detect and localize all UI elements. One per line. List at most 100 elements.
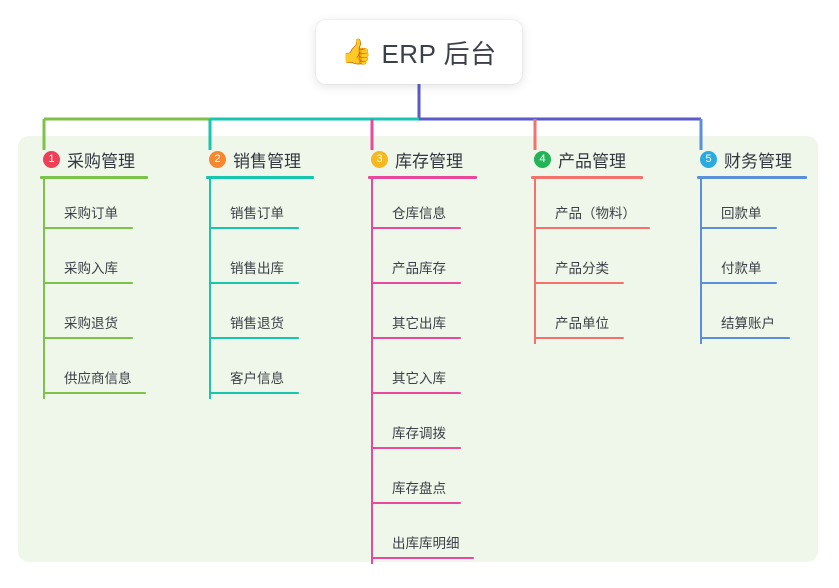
branch-child-item[interactable]: 采购入库 xyxy=(40,234,148,289)
branch-children: 产品（物料） 产品分类产品单位 xyxy=(531,179,650,344)
branch-child-item[interactable]: 出库库明细 xyxy=(368,509,477,564)
branch-child-label: 产品（物料） xyxy=(555,206,636,221)
branch-child-item[interactable]: 付款单 xyxy=(697,234,807,289)
branch-underline xyxy=(368,176,477,179)
branch-child-rule xyxy=(209,227,299,229)
branch-header-2[interactable]: 2 销售管理 xyxy=(206,146,314,172)
branch-title: 财务管理 xyxy=(724,151,792,171)
branch-spine xyxy=(371,179,373,564)
branch-child-label: 供应商信息 xyxy=(64,371,132,386)
branch-header-5[interactable]: 5 财务管理 xyxy=(697,146,807,172)
branch-child-rule xyxy=(371,337,461,339)
branch-child-item[interactable]: 产品分类 xyxy=(531,234,643,289)
branch-child-item[interactable]: 销售订单 xyxy=(206,179,314,234)
branch-underline xyxy=(40,176,148,179)
branch-child-label: 库存盘点 xyxy=(392,481,446,496)
branch-child-rule xyxy=(371,227,461,229)
branch-child-rule xyxy=(534,227,650,229)
branch-child-label: 仓库信息 xyxy=(392,206,446,221)
branch-child-rule xyxy=(700,227,777,229)
branch-title: 采购管理 xyxy=(67,151,135,171)
branch-child-label: 销售出库 xyxy=(230,261,284,276)
branch-child-label: 付款单 xyxy=(721,261,762,276)
branch-child-item[interactable]: 产品库存 xyxy=(368,234,477,289)
branch-spine xyxy=(209,179,211,399)
branch-header-4[interactable]: 4 产品管理 xyxy=(531,146,643,172)
branch-children: 仓库信息产品库存其它出库其它入库库存调拨库存盘点出库库明细 xyxy=(368,179,477,564)
branch-child-rule xyxy=(371,447,461,449)
branch-child-rule xyxy=(43,227,133,229)
branch-child-rule xyxy=(371,502,461,504)
branch-child-item[interactable]: 结算账户 xyxy=(697,289,807,344)
branch-child-label: 采购退货 xyxy=(64,316,118,331)
branch-child-label: 结算账户 xyxy=(721,316,775,331)
branch-child-rule xyxy=(700,337,790,339)
branch-child-label: 产品库存 xyxy=(392,261,446,276)
branch-column-2: 2 销售管理销售订单销售出库销售退货客户信息 xyxy=(206,146,314,399)
branch-child-rule xyxy=(43,392,146,394)
root-title: ERP 后台 xyxy=(381,38,497,69)
branch-column-1: 1 采购管理采购订单采购入库采购退货供应商信息 xyxy=(40,146,148,399)
branch-child-label: 其它入库 xyxy=(392,371,446,386)
branch-child-label: 回款单 xyxy=(721,206,762,221)
branch-child-label: 出库库明细 xyxy=(392,536,460,551)
root-node[interactable]: 👍 ERP 后台 xyxy=(316,20,522,84)
branch-child-label: 客户信息 xyxy=(230,371,284,386)
branch-child-label: 产品分类 xyxy=(555,261,609,276)
branch-child-label: 销售订单 xyxy=(230,206,284,221)
branch-child-label: 采购订单 xyxy=(64,206,118,221)
branch-child-label: 其它出库 xyxy=(392,316,446,331)
branch-child-item[interactable]: 供应商信息 xyxy=(40,344,148,399)
branch-child-rule xyxy=(371,392,461,394)
branch-child-rule xyxy=(209,337,299,339)
branch-child-item[interactable]: 产品单位 xyxy=(531,289,643,344)
branch-child-label: 产品单位 xyxy=(555,316,609,331)
branch-child-item[interactable]: 销售退货 xyxy=(206,289,314,344)
branch-child-rule xyxy=(209,392,299,394)
branch-child-rule xyxy=(371,557,474,559)
branch-child-rule xyxy=(371,282,461,284)
branch-child-rule xyxy=(43,337,133,339)
branch-number-badge: 2 xyxy=(209,150,226,168)
branches-panel xyxy=(18,136,818,562)
branch-child-item[interactable]: 其它入库 xyxy=(368,344,477,399)
branch-child-rule xyxy=(700,282,777,284)
branch-child-label: 库存调拨 xyxy=(392,426,446,441)
branch-header-1[interactable]: 1 采购管理 xyxy=(40,146,148,172)
branch-children: 回款单付款单结算账户 xyxy=(697,179,807,344)
branch-child-label: 销售退货 xyxy=(230,316,284,331)
branch-child-item[interactable]: 采购订单 xyxy=(40,179,148,234)
branch-spine xyxy=(700,179,702,344)
branch-column-3: 3 库存管理仓库信息产品库存其它出库其它入库库存调拨库存盘点出库库明细 xyxy=(368,146,477,564)
branch-column-4: 4 产品管理产品（物料） 产品分类产品单位 xyxy=(531,146,650,344)
branch-child-rule xyxy=(43,282,133,284)
branch-title: 产品管理 xyxy=(558,151,626,171)
branch-child-rule xyxy=(534,337,624,339)
branch-child-item[interactable]: 回款单 xyxy=(697,179,807,234)
branch-child-item[interactable]: 销售出库 xyxy=(206,234,314,289)
branch-child-item[interactable]: 采购退货 xyxy=(40,289,148,344)
branch-child-item[interactable]: 其它出库 xyxy=(368,289,477,344)
branch-child-rule xyxy=(534,282,624,284)
branch-column-5: 5 财务管理回款单付款单结算账户 xyxy=(697,146,807,344)
branch-header-3[interactable]: 3 库存管理 xyxy=(368,146,477,172)
branch-child-item[interactable]: 客户信息 xyxy=(206,344,314,399)
branch-number-badge: 5 xyxy=(700,150,717,168)
branch-number-badge: 1 xyxy=(43,150,60,168)
branch-children: 销售订单销售出库销售退货客户信息 xyxy=(206,179,314,399)
branch-number-badge: 3 xyxy=(371,150,388,168)
branch-title: 库存管理 xyxy=(395,151,463,171)
branch-underline xyxy=(206,176,314,179)
branch-underline xyxy=(697,176,807,179)
branch-child-item[interactable]: 仓库信息 xyxy=(368,179,477,234)
branch-child-label: 采购入库 xyxy=(64,261,118,276)
branch-number-badge: 4 xyxy=(534,150,551,168)
branch-child-item[interactable]: 产品（物料） xyxy=(531,179,650,234)
branch-title: 销售管理 xyxy=(233,151,301,171)
branch-underline xyxy=(531,176,643,179)
branch-child-item[interactable]: 库存盘点 xyxy=(368,454,477,509)
branch-children: 采购订单采购入库采购退货供应商信息 xyxy=(40,179,148,399)
branch-child-item[interactable]: 库存调拨 xyxy=(368,399,477,454)
branch-spine xyxy=(43,179,45,399)
